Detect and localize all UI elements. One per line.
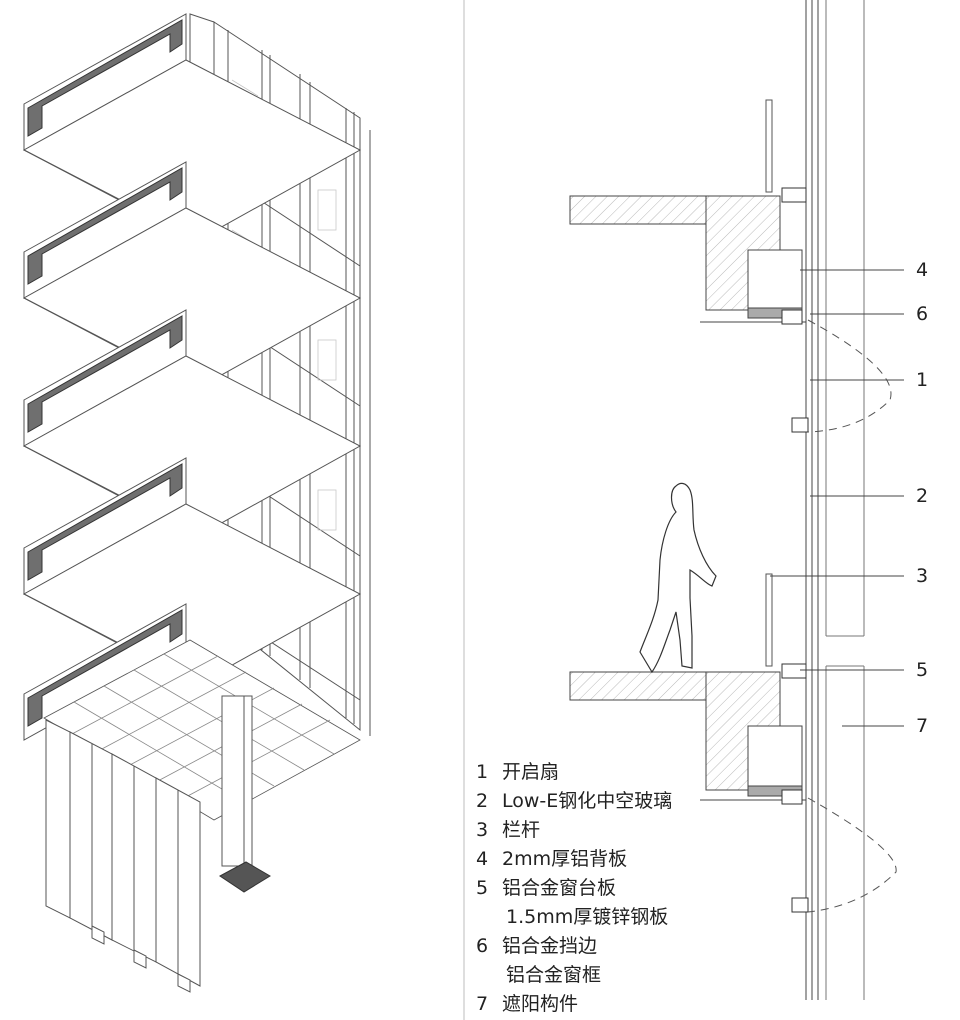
axonometric-view	[22, 13, 371, 993]
ground-column	[219, 695, 271, 893]
callout-4: 4	[916, 259, 929, 281]
callout-7: 7	[916, 715, 929, 737]
callout-5: 5	[916, 659, 929, 681]
legend-item: 铝合金窗框	[506, 964, 602, 986]
callout-leaders	[770, 269, 904, 727]
balcony-slab-2	[22, 161, 362, 389]
callout-6: 6	[916, 303, 929, 325]
upper-slab	[569, 99, 892, 433]
legend-item: 1.5mm厚镀锌钢板	[506, 906, 669, 928]
balcony-slab-3	[22, 309, 362, 537]
lower-shading-columns	[45, 719, 201, 993]
balcony-slab-4	[22, 457, 362, 685]
section-view	[569, 0, 897, 1000]
callout-3: 3	[916, 565, 929, 587]
walking-person-figure	[639, 482, 717, 674]
callout-2: 2	[916, 485, 929, 507]
lower-slab	[569, 573, 897, 913]
callout-1: 1	[916, 369, 929, 391]
